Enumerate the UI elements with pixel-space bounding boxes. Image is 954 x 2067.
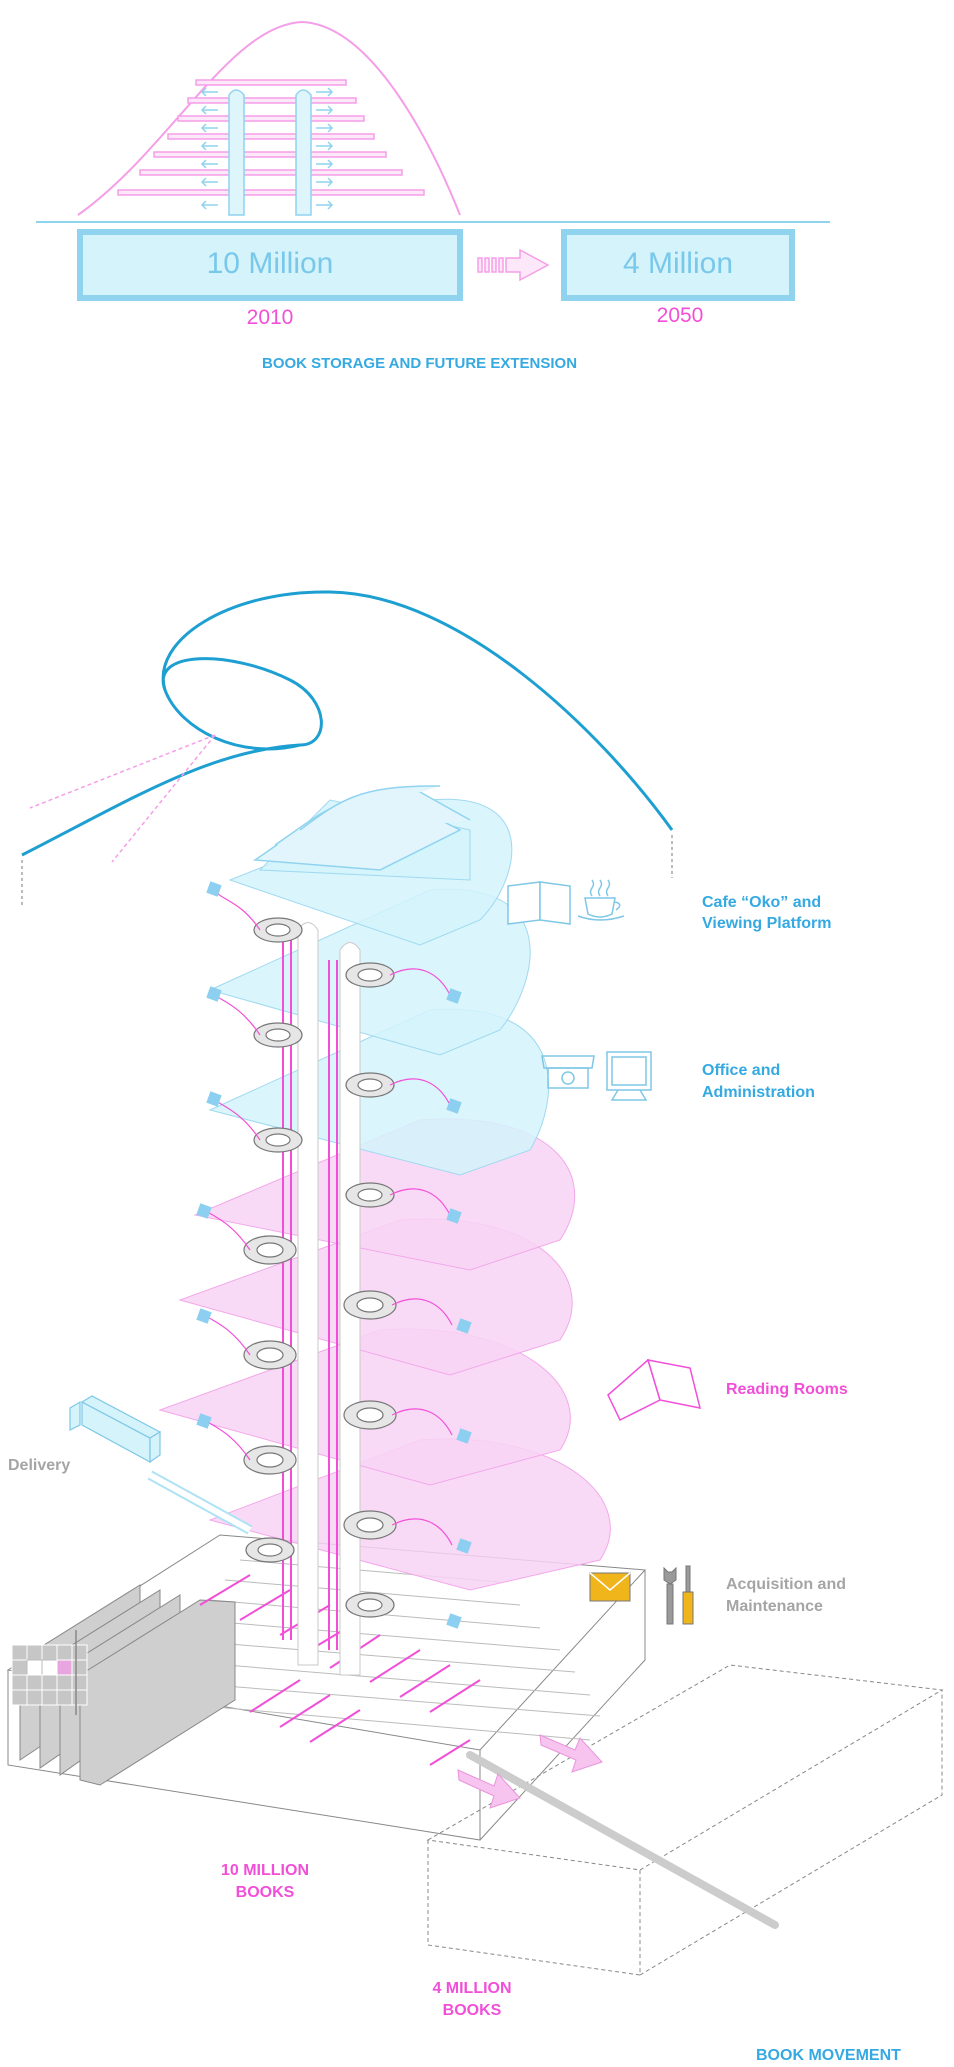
plan-grid-icon (12, 1645, 87, 1705)
storage-value-2010: 10 Million (80, 247, 460, 281)
open-book-icon (608, 1360, 700, 1420)
down-arrows (22, 835, 672, 905)
extension-box (428, 1665, 942, 1975)
label-acquisition: Acquisition and Maintenance (726, 1574, 846, 1618)
label-10-million-books: 10 MILLION BOOKS (205, 1860, 325, 1904)
label-4-million-books: 4 MILLION BOOKS (412, 1978, 532, 2022)
storage-diagram (0, 0, 954, 400)
view-arrows (30, 735, 215, 862)
extension-channel (470, 1755, 775, 1925)
label-office: Office and Administration (702, 1060, 815, 1104)
label-reading-rooms: Reading Rooms (726, 1381, 848, 1399)
truck-icon (70, 1396, 160, 1462)
transfer-pink-arrows (458, 1735, 602, 1808)
floor-movement-arrows (200, 1575, 480, 1765)
drop-points (196, 881, 471, 1628)
roof-curve (22, 592, 672, 855)
cafe-terraces (255, 786, 470, 870)
telephone-icon (542, 1056, 594, 1088)
book-icon (508, 882, 570, 924)
movement-caption: BOOK MOVEMENT (756, 2047, 901, 2065)
shelf-rows (135, 1560, 600, 1740)
screwdriver-icon (683, 1566, 693, 1624)
label-delivery: Delivery (8, 1457, 70, 1475)
reading-floors (160, 1119, 610, 1590)
storage-base (8, 1535, 645, 1840)
label-cafe: Cafe “Oko” and Viewing Platform (702, 892, 832, 934)
monitor-icon (607, 1052, 651, 1100)
storage-value-2050: 4 Million (564, 247, 792, 281)
central-shafts (298, 923, 360, 1676)
spiral-ramps (244, 918, 396, 1617)
floor-slabs (118, 80, 424, 195)
wrench-icon (664, 1568, 676, 1624)
envelope-icon (590, 1573, 630, 1601)
office-floors (210, 799, 549, 1175)
transfer-arrow (478, 250, 548, 280)
year-2050: 2050 (640, 304, 720, 328)
book-blocks (20, 1585, 235, 1785)
distribution-arrows (205, 890, 452, 1545)
vertical-book-flow (283, 940, 337, 1650)
coffee-cup-icon (578, 880, 624, 920)
delivery-link (150, 1475, 250, 1530)
storage-caption: BOOK STORAGE AND FUTURE EXTENSION (262, 355, 577, 372)
year-2010: 2010 (230, 306, 310, 330)
